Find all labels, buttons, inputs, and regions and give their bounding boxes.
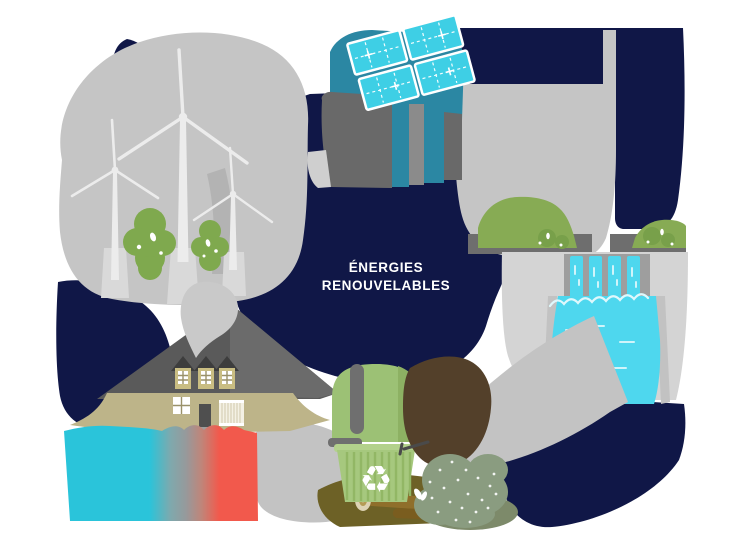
- bush: [643, 227, 661, 245]
- sparkle-icon: [364, 31, 454, 90]
- house-geothermal-vignette: [64, 281, 338, 521]
- solar-panel-array: [346, 14, 476, 111]
- turbine-tower: [111, 172, 119, 280]
- sluice-gate: [570, 256, 583, 298]
- geothermal-gradient-ground: [64, 425, 258, 521]
- biomass-recycling-vignette: ♻: [317, 356, 518, 530]
- turbine-blades: [70, 118, 160, 200]
- wind-turbine-small-left: [70, 118, 160, 280]
- solar-mount-teal-column: [392, 100, 409, 187]
- white-sprout: [414, 488, 428, 501]
- compost-pile: [398, 356, 492, 467]
- tree-left: [123, 208, 176, 280]
- tree-right: [191, 220, 229, 271]
- shovel-icon: [398, 440, 430, 456]
- bush: [555, 235, 569, 249]
- sluice-gate: [608, 256, 621, 298]
- turbine-base-right: [222, 252, 246, 296]
- turbine-tower: [177, 120, 189, 262]
- turbine-tower: [229, 196, 237, 270]
- solar-mount-dark-column: [444, 112, 462, 180]
- turbine-hub: [111, 166, 119, 174]
- water-wave-scallops: [548, 293, 650, 308]
- sluice-gate: [589, 256, 602, 298]
- compost-mound: [403, 356, 492, 467]
- turbine-hub: [178, 112, 188, 122]
- turbine-blades: [117, 48, 249, 165]
- solar-panels-vignette: [307, 14, 476, 188]
- leaf-mark: [660, 228, 664, 236]
- dormer-window: [194, 356, 218, 389]
- solar-panel: [346, 29, 409, 76]
- wind-turbine-small-right: [192, 146, 274, 270]
- solar-panel: [402, 14, 465, 61]
- house-window: [173, 397, 190, 414]
- turbine-hub: [229, 190, 237, 198]
- leaf-marks: [136, 232, 163, 255]
- gate-water-streaks: [574, 265, 637, 288]
- bin-ridges: [345, 452, 412, 501]
- center-title: ÉNERGIES RENOUVELABLES: [322, 260, 451, 293]
- leaf-mark: [546, 232, 550, 240]
- dormer-window: [171, 356, 195, 389]
- leaf-mark: [559, 243, 563, 247]
- leaf-mark: [670, 242, 674, 246]
- dam-gates: [570, 256, 640, 298]
- plant-leaf-speckles: [428, 460, 498, 524]
- dam-left-bank: [478, 196, 577, 249]
- leaf-marks: [202, 239, 218, 258]
- sluice-gate: [627, 256, 640, 298]
- dormer-window: [215, 356, 239, 389]
- leaf-mark: [646, 240, 650, 244]
- solar-mount-gray-column: [409, 104, 424, 185]
- wind-turbine-large-center: [117, 48, 249, 262]
- dam-wall-shade-right: [656, 296, 670, 404]
- solar-mount-block: [321, 91, 392, 188]
- wind-turbines-vignette: [59, 32, 309, 305]
- recycling-icon: ♻: [359, 458, 392, 501]
- solar-panel: [357, 64, 420, 111]
- right-cloud-background: [454, 30, 616, 258]
- shuttered-window: [219, 400, 244, 426]
- bin-lid-handle-groove: [350, 364, 364, 434]
- dam-right-bank: [632, 219, 686, 248]
- solar-mount-light-wedge: [307, 150, 331, 188]
- plant-bush: [414, 454, 508, 528]
- turbine-blades: [192, 146, 274, 224]
- solar-panel: [413, 49, 476, 96]
- house-roof-light-side: [230, 303, 338, 398]
- title-line-1: ÉNERGIES: [349, 260, 424, 275]
- chimney-smoke: [180, 281, 239, 358]
- navy-top-right-arm: [456, 28, 685, 229]
- title-line-2: RENOUVELABLES: [322, 278, 451, 293]
- leaf-mark: [538, 241, 542, 245]
- solar-mount-teal-column-2: [424, 108, 444, 183]
